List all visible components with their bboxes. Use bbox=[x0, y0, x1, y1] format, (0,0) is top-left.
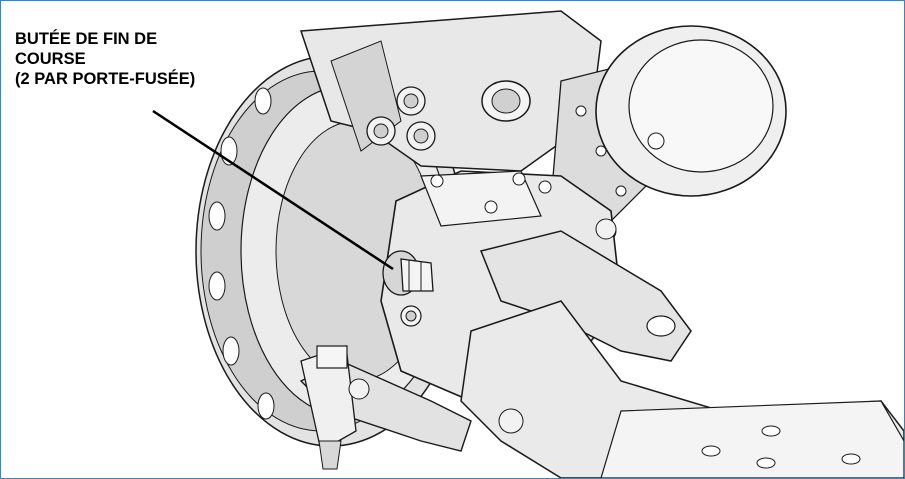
callout-line-1: BUTÉE DE FIN DE bbox=[15, 30, 158, 48]
axle-beam bbox=[460, 300, 904, 478]
tie-rod bbox=[299, 345, 472, 470]
callout-line-3: (2 PAR PORTE-FUSÉE) bbox=[15, 70, 196, 88]
upper-bracket bbox=[299, 10, 602, 172]
steering-arm bbox=[479, 218, 692, 362]
brake-disc bbox=[195, 55, 467, 447]
callout-leader-line bbox=[152, 109, 394, 271]
callout-line-2: COURSE bbox=[15, 50, 86, 68]
stop-bolt-callout-label: BUTÉE DE FIN DE COURSE (2 PAR PORTE-FUSÉ… bbox=[15, 29, 315, 89]
stop-bolt bbox=[382, 250, 434, 296]
